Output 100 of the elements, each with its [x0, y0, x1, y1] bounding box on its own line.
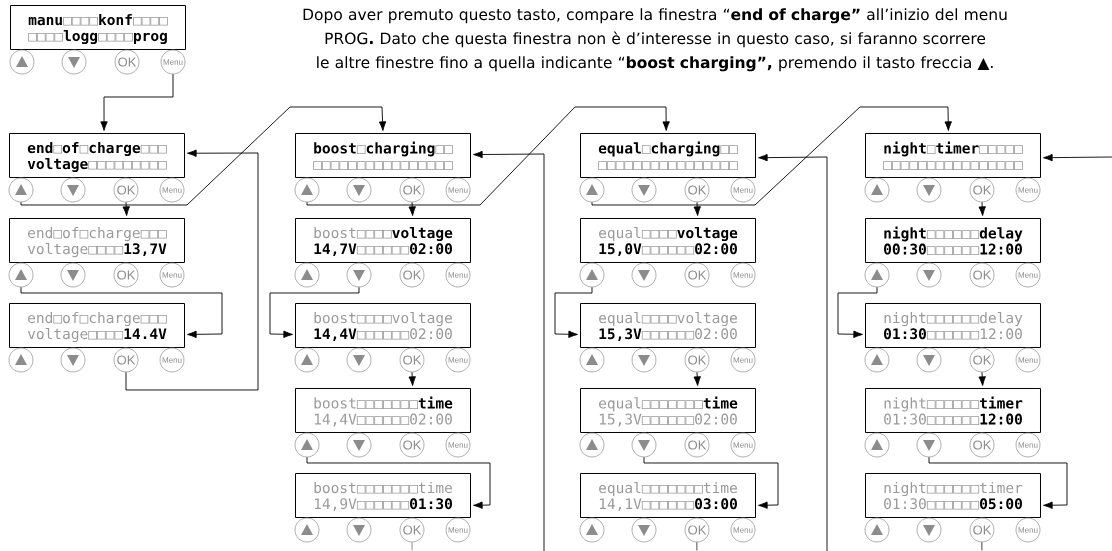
- lcd-display: boost□□□□□□□time 14,9V□□□□□□01:30: [295, 473, 471, 518]
- menu-button: Menu: [1015, 517, 1041, 543]
- arrow: [269, 286, 360, 338]
- arrow: [473, 150, 545, 551]
- up-button: [579, 432, 605, 458]
- down-button: [346, 347, 372, 373]
- up-button: [294, 432, 320, 458]
- instruction-text: Dopo aver premuto questo tasto, compare la finestra “end of charge” all’inizio del menu PROG. Dato che questa finestra non è d’interesse in questo caso, si faranno scorrere le altre finestre fino a quella indicante “boost charging”, premendo il tasto freccia ▲.: [303, 8, 1007, 72]
- arrow: [837, 286, 878, 338]
- down-button: [916, 177, 942, 203]
- ok-button: OK: [399, 517, 425, 543]
- ok-button: OK: [113, 262, 139, 288]
- down-button: [916, 262, 942, 288]
- ok-button: OK: [113, 347, 139, 373]
- up-button: [864, 262, 890, 288]
- arrow: [591, 106, 952, 206]
- up-button: [579, 177, 605, 203]
- menu-button: Menu: [1015, 432, 1041, 458]
- arrow: [758, 153, 828, 551]
- arrow: [693, 371, 701, 386]
- up-button: [294, 262, 320, 288]
- menu-button: Menu: [730, 262, 756, 288]
- menu-button: Menu: [445, 517, 471, 543]
- arrow: [978, 201, 986, 216]
- ok-button: OK: [114, 49, 140, 75]
- up-button: [294, 347, 320, 373]
- lcd-display: end□of□charge□□□ voltage□□□□□□□□□: [9, 133, 185, 178]
- ok-button: OK: [399, 432, 425, 458]
- menu-button: Menu: [730, 517, 756, 543]
- lcd-display: equal□□□□□□□time 14,1V□□□□□□03:00: [580, 473, 756, 518]
- menu-button: Menu: [1015, 262, 1041, 288]
- down-button: [631, 347, 657, 373]
- down-button: [60, 177, 86, 203]
- menu-button: Menu: [1015, 347, 1041, 373]
- up-button: [9, 49, 35, 75]
- up-button: [579, 347, 605, 373]
- down-button: [916, 517, 942, 543]
- lcd-display: night□□□□□□timer 01:30□□□□□□05:00: [865, 473, 1041, 518]
- down-button: [61, 49, 87, 75]
- menu-button: Menu: [159, 177, 185, 203]
- down-button: [346, 517, 372, 543]
- lcd-display: boost□□□□voltage 14,4V□□□□□□02:00: [295, 303, 471, 348]
- down-button: [631, 262, 657, 288]
- up-button: [864, 347, 890, 373]
- down-button: [916, 347, 942, 373]
- down-button: [916, 432, 942, 458]
- up-button: [294, 177, 320, 203]
- up-button: [579, 262, 605, 288]
- arrow: [643, 456, 779, 509]
- up-button: [864, 517, 890, 543]
- menu-button: Menu: [159, 262, 185, 288]
- menu-button: Menu: [1015, 177, 1041, 203]
- ok-button: OK: [969, 517, 995, 543]
- arrow: [20, 286, 223, 338]
- connector-line: [981, 541, 983, 551]
- ok-button: OK: [399, 177, 425, 203]
- down-button: [60, 347, 86, 373]
- arrow: [100, 73, 174, 131]
- ok-button: OK: [684, 177, 710, 203]
- up-button: [8, 347, 34, 373]
- up-button: [579, 517, 605, 543]
- arrow: [20, 106, 387, 206]
- lcd-display: boost□□□□voltage 14,7V□□□□□□02:00: [295, 218, 471, 263]
- arrow: [306, 456, 491, 509]
- menu-button: Menu: [730, 347, 756, 373]
- lcd-display: equal□charging□□ □□□□□□□□□□□□□□□□: [580, 133, 756, 178]
- lcd-display: equal□□□□□□□time 15,3V□□□□□□02:00: [580, 388, 756, 433]
- ok-button: OK: [684, 347, 710, 373]
- ok-button: OK: [969, 262, 995, 288]
- lcd-display: manu□□□□konf□□□□ □□□□logg□□□□prog: [10, 5, 186, 50]
- connector-line: [696, 541, 698, 551]
- ok-button: OK: [684, 517, 710, 543]
- lcd-display: night□□□□□□timer 01:30□□□□□□12:00: [865, 388, 1041, 433]
- up-button: [294, 517, 320, 543]
- ok-button: OK: [969, 347, 995, 373]
- up-button: [864, 432, 890, 458]
- down-button: [346, 432, 372, 458]
- lcd-display: boost□□□□□□□time 14,4V□□□□□□02:00: [295, 388, 471, 433]
- down-button: [60, 262, 86, 288]
- lcd-display: equal□□□□voltage 15,0V□□□□□□02:00: [580, 218, 756, 263]
- lcd-display: equal□□□□voltage 15,3V□□□□□□02:00: [580, 303, 756, 348]
- lcd-display: end□of□charge□□□ voltage□□□□14.4V: [9, 303, 185, 348]
- lcd-display: end□of□charge□□□ voltage□□□□13,7V: [9, 218, 185, 263]
- arrow: [306, 106, 670, 206]
- menu-button: Menu: [159, 347, 185, 373]
- up-button: [8, 262, 34, 288]
- arrow: [122, 201, 130, 216]
- lcd-display: night□□□□□□delay 00:30□□□□□□12:00: [865, 218, 1041, 263]
- lcd-display: boost□charging□□ □□□□□□□□□□□□□□□□: [295, 133, 471, 178]
- up-button: [8, 177, 34, 203]
- menu-button: Menu: [445, 177, 471, 203]
- arrow: [554, 286, 593, 338]
- arrow: [928, 456, 1068, 509]
- lcd-display: night□□□□□□delay 01:30□□□□□□12:00: [865, 303, 1041, 348]
- arrow: [408, 201, 416, 216]
- ok-button: OK: [113, 177, 139, 203]
- down-button: [346, 177, 372, 203]
- menu-button: Menu: [160, 49, 186, 75]
- arrow: [978, 371, 986, 386]
- up-button: [864, 177, 890, 203]
